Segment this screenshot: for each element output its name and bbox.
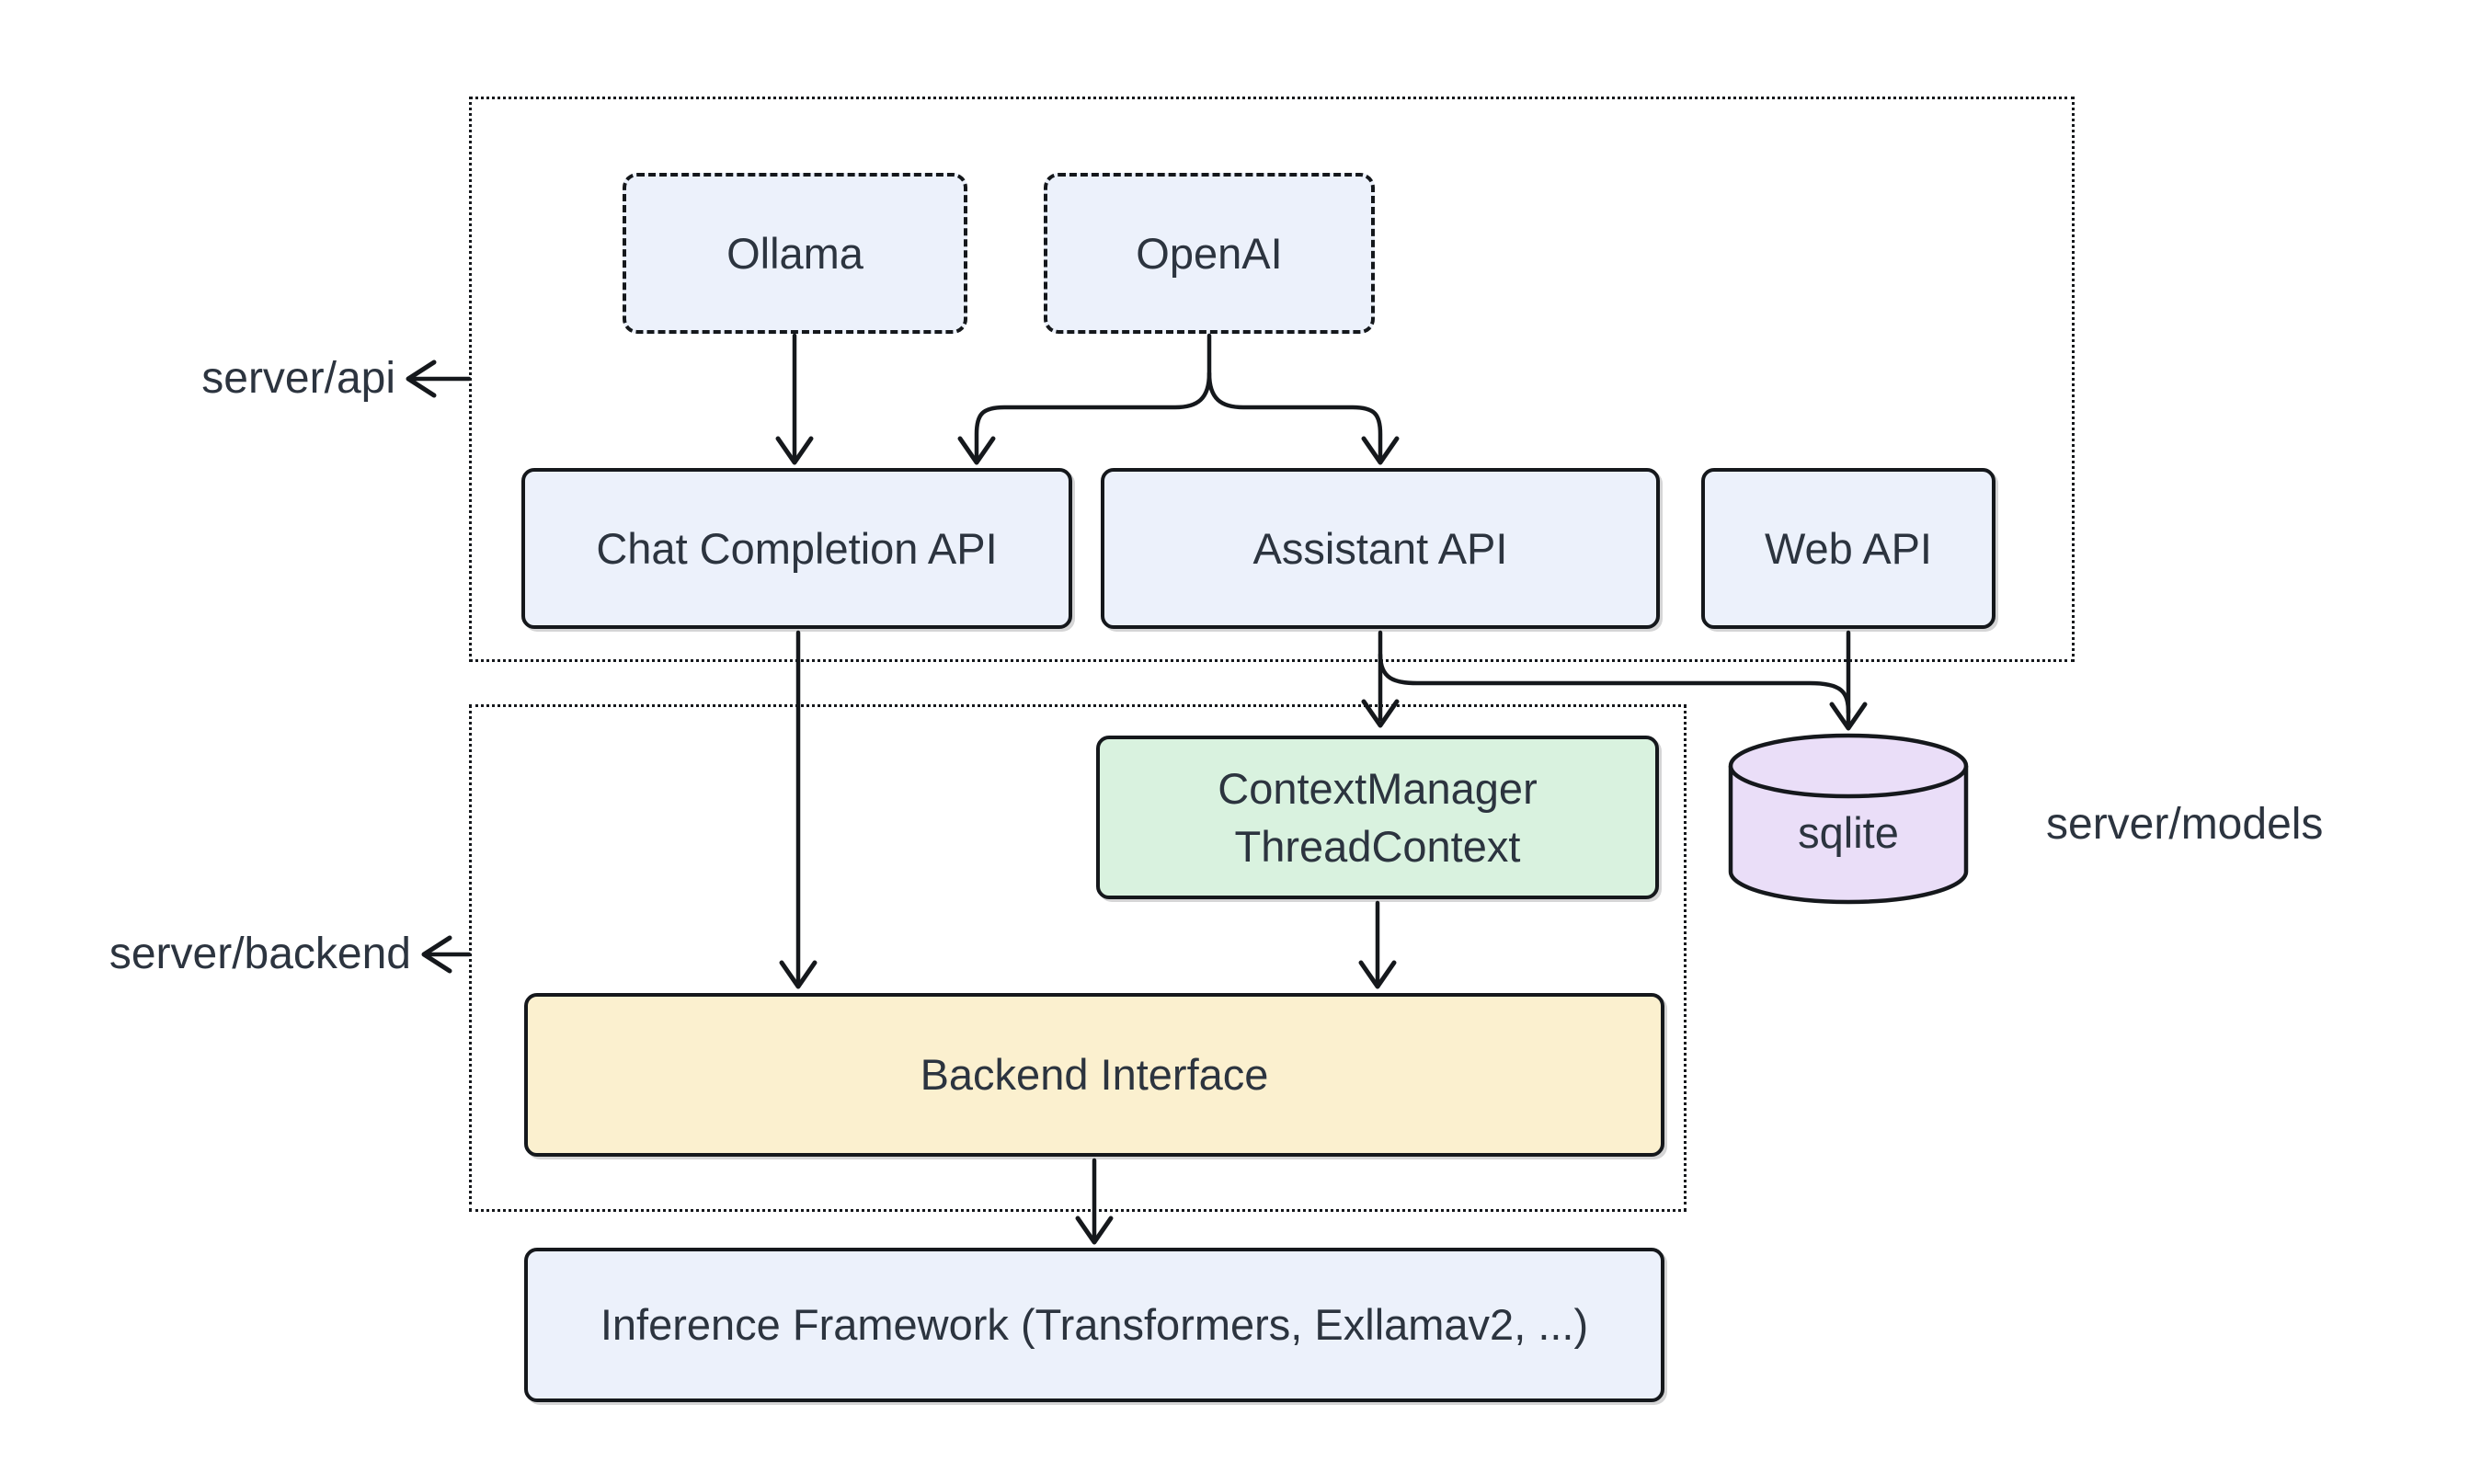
- node-chat-completion-api: Chat Completion API: [521, 468, 1072, 629]
- server-api-label: server/api: [201, 354, 395, 403]
- arrowhead-down-icon: [1829, 702, 1868, 731]
- node-openai: OpenAI: [1044, 173, 1375, 334]
- node-sqlite-label: sqlite: [1798, 808, 1899, 857]
- node-chat-completion-api-label: Chat Completion API: [596, 523, 998, 573]
- arrowhead-left-icon: [406, 360, 437, 398]
- node-inference-framework: Inference Framework (Transformers, Exlla…: [524, 1248, 1664, 1402]
- node-web-api-label: Web API: [1764, 523, 1932, 573]
- node-backend-interface-label: Backend Interface: [920, 1050, 1269, 1100]
- edge-server-api-group-to-label: [406, 360, 472, 398]
- edge-server-backend-group-to-label: [421, 935, 472, 974]
- server-backend-group-box: [469, 704, 1687, 1212]
- node-assistant-api-label: Assistant API: [1252, 523, 1508, 573]
- sqlite-cylinder-top: [1728, 733, 1969, 799]
- node-openai-label: OpenAI: [1136, 228, 1283, 278]
- node-assistant-api: Assistant API: [1101, 468, 1660, 629]
- node-web-api: Web API: [1701, 468, 1995, 629]
- arrowhead-left-icon: [421, 935, 452, 974]
- node-context-manager-label-line2: ThreadContext: [1234, 822, 1521, 871]
- arrowhead-down-icon: [1075, 1216, 1114, 1245]
- node-ollama-label: Ollama: [726, 228, 863, 278]
- node-backend-interface: Backend Interface: [524, 993, 1664, 1157]
- node-ollama: Ollama: [623, 173, 967, 334]
- node-context-manager: ContextManager ThreadContext: [1096, 736, 1659, 899]
- server-backend-label: server/backend: [109, 930, 411, 978]
- node-context-manager-label-line1: ContextManager: [1218, 763, 1538, 813]
- server-models-label: server/models: [2046, 800, 2324, 849]
- node-inference-framework-label: Inference Framework (Transformers, Exlla…: [600, 1300, 1589, 1350]
